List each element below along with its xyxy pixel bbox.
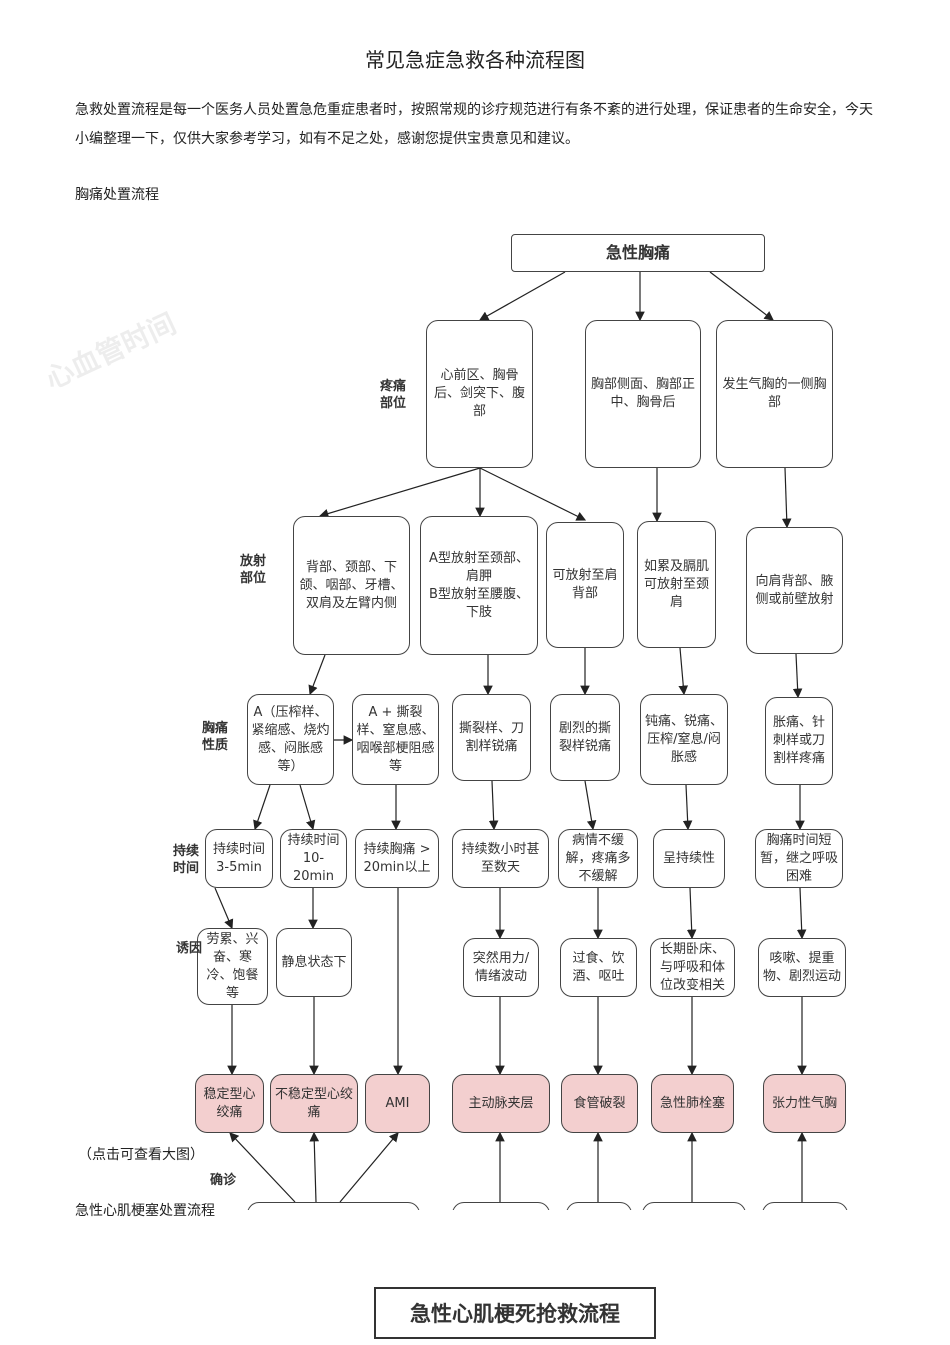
- section-heading-ami: 急性心肌梗塞处置流程: [75, 1203, 215, 1219]
- arrow: [318, 467, 481, 519]
- row-label: 放射部位: [240, 554, 267, 586]
- arrow: [584, 780, 597, 831]
- page-title: 常见急症急救各种流程图: [365, 48, 585, 72]
- cut-off-node: [566, 1202, 632, 1210]
- duration-node: 持续数小时甚至数天: [452, 829, 549, 888]
- nature-node: A + 撕裂样、窒息感、咽喉部梗阻感等: [352, 694, 439, 785]
- duration-node: 胸痛时间短暂，继之呼吸困难: [755, 829, 843, 888]
- radiation-node: 背部、颈部、下颌、咽部、牙槽、双肩及左臂内侧: [293, 516, 410, 655]
- diagnosis-node: 主动脉夹层: [452, 1074, 550, 1133]
- radiation-node: 可放射至肩背部: [546, 522, 624, 648]
- flowchart-arrows: [214, 271, 807, 1203]
- arrow: [253, 784, 271, 831]
- diagnosis-node: 急性肺栓塞: [651, 1074, 734, 1133]
- cut-off-node: [247, 1202, 420, 1210]
- row-label: 疼痛部位: [380, 379, 407, 411]
- arrow: [792, 653, 803, 699]
- section-heading-chest-pain: 胸痛处置流程: [75, 187, 159, 203]
- arrow: [308, 654, 326, 696]
- diagnosis-node: 张力性气胸: [763, 1074, 846, 1133]
- arrow: [299, 784, 316, 831]
- nature-node: A（压榨样、紧缩感、烧灼感、闷胀感等）: [247, 694, 334, 785]
- arrow: [678, 647, 689, 696]
- arrow: [781, 467, 792, 529]
- intro-paragraph: 急救处置流程是每一个医务人员处置急危重症患者时，按照常规的诊疗规范进行有条不紊的…: [75, 102, 873, 147]
- arrow: [479, 467, 587, 521]
- nature-node: 胀痛、针刺样或刀割样疼痛: [765, 697, 833, 785]
- ami-flowchart-title: 急性心肌梗死抢救流程: [374, 1287, 656, 1339]
- location-node: 发生气胸的一侧胸部: [716, 320, 833, 468]
- row-label: 确诊: [210, 1173, 237, 1188]
- arrow: [309, 1131, 320, 1203]
- arrow: [229, 1132, 296, 1203]
- row-label: 诱因: [176, 941, 203, 956]
- cut-off-node: [762, 1202, 848, 1210]
- arrow: [214, 887, 234, 930]
- cut-off-node: [452, 1202, 550, 1210]
- arrow: [478, 271, 566, 321]
- trigger-node: 长期卧床、与呼吸和体位改变相关: [650, 938, 735, 997]
- image-caption[interactable]: （点击可查看大图）: [78, 1147, 204, 1163]
- arrow: [488, 780, 499, 831]
- location-node: 心前区、胸骨后、剑突下、腹部: [426, 320, 533, 468]
- radiation-node: A型放射至颈部、肩胛 B型放射至腰腹、下肢: [420, 516, 538, 655]
- location-node: 胸部侧面、胸部正中、胸骨后: [585, 320, 701, 468]
- duration-node: 病情不缓解，疼痛多不缓解: [558, 829, 638, 888]
- trigger-node: 过食、饮酒、呕吐: [560, 938, 637, 997]
- trigger-node: 突然用力/情绪波动: [463, 938, 539, 997]
- duration-node: 持续时间10-20min: [280, 829, 347, 888]
- row-label: 持续时间: [173, 844, 200, 876]
- duration-node: 持续时间3-5min: [205, 829, 273, 888]
- arrow: [339, 1132, 399, 1203]
- diagnosis-node: 不稳定型心绞痛: [270, 1074, 358, 1133]
- arrow: [709, 271, 774, 321]
- diagnosis-node: 稳定型心绞痛: [195, 1074, 264, 1133]
- chest-pain-flowchart-image[interactable]: 心血管时间 急性胸痛心前区、胸骨后、剑突下、腹部胸部侧面、胸部正中、胸骨后发生气…: [0, 210, 950, 1210]
- row-label: 胸痛性质: [202, 721, 229, 753]
- arrow: [686, 887, 697, 940]
- trigger-node: 劳累、兴奋、寒冷、饱餐等: [197, 928, 268, 1005]
- root-node: 急性胸痛: [511, 234, 765, 272]
- trigger-node: 咳嗽、提重物、剧烈运动: [758, 938, 846, 997]
- cut-off-node: [642, 1202, 746, 1210]
- diagnosis-node: AMI: [365, 1074, 430, 1133]
- arrow: [682, 784, 693, 831]
- nature-node: 撕裂样、刀割样锐痛: [452, 694, 531, 781]
- nature-node: 钝痛、锐痛、压榨/窒息/闷胀感: [640, 694, 728, 785]
- radiation-node: 向肩背部、腋侧或前壁放射: [746, 527, 843, 654]
- trigger-node: 静息状态下: [276, 928, 352, 997]
- duration-node: 持续胸痛 > 20min以上: [355, 829, 439, 888]
- duration-node: 呈持续性: [653, 829, 725, 888]
- nature-node: 剧烈的撕裂样锐痛: [550, 694, 620, 781]
- diagnosis-node: 食管破裂: [561, 1074, 638, 1133]
- arrow: [796, 887, 807, 940]
- radiation-node: 如累及膈肌可放射至颈肩: [637, 521, 716, 648]
